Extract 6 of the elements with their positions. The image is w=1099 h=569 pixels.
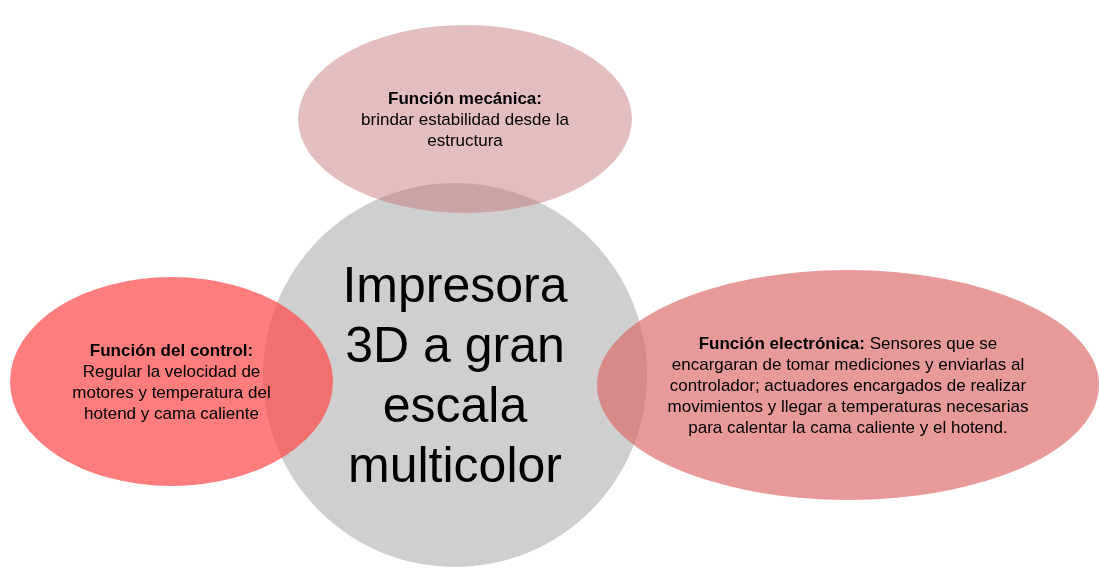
description-text: Regular la velocidad de motores y temperatura del hotend y cama caliente [71,360,272,424]
heading-text: Función del control: [88,339,255,361]
description-text: brindar estabilidad desde la estructura [360,108,570,151]
description-text: Función electrónica: Sensores que se encargaran de tomar mediciones y enviarlas al controlador; actuadores encargados de realizar movimientos y llegar a temperaturas necesarias para calentar la cama caliente y el hotend. [666,332,1030,438]
title-text: Impresora 3D a gran escala multicolor [341,256,569,495]
heading-text: Función mecánica: [387,87,543,109]
